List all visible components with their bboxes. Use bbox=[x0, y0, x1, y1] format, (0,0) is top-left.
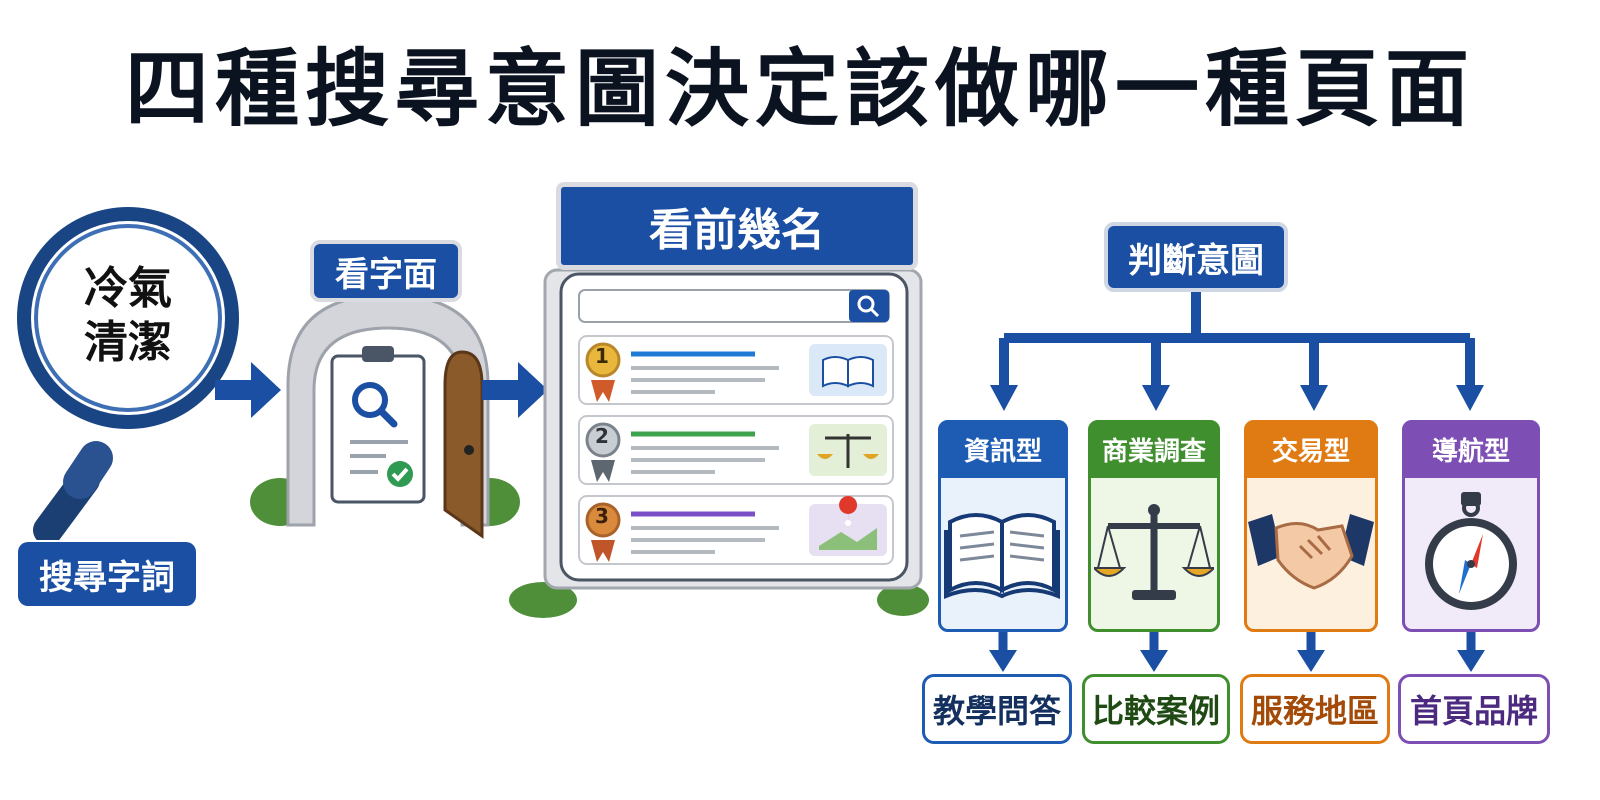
arrow-right-icon bbox=[482, 362, 548, 418]
result-arrows bbox=[989, 632, 1485, 672]
intent-label-commercial: 商業調查 bbox=[1088, 420, 1220, 478]
rank-3-number: 3 bbox=[595, 504, 609, 528]
intent-label-transactional: 交易型 bbox=[1244, 420, 1378, 478]
search-results-illustration bbox=[509, 268, 929, 618]
archway-illustration bbox=[250, 293, 520, 539]
search-term-text: 冷氣 清潔 bbox=[48, 262, 208, 370]
result-commercial: 比較案例 bbox=[1082, 674, 1230, 744]
search-term-label: 搜尋字詞 bbox=[18, 542, 196, 606]
search-term-line2: 清潔 bbox=[84, 317, 172, 368]
search-term-line1: 冷氣 bbox=[84, 263, 172, 314]
result-transactional: 服務地區 bbox=[1240, 674, 1390, 744]
magnifier-icon bbox=[17, 207, 239, 540]
intent-label-navigational: 導航型 bbox=[1402, 420, 1540, 478]
intent-branch-connectors bbox=[990, 292, 1484, 411]
page-title: 四種搜尋意圖決定該做哪一種頁面 bbox=[124, 40, 1475, 138]
rank-1-number: 1 bbox=[595, 344, 609, 368]
rank-2-number: 2 bbox=[595, 424, 609, 448]
step-look-label: 看字面 bbox=[310, 240, 462, 302]
handshake-icon bbox=[1248, 514, 1374, 590]
scale-icon bbox=[1094, 504, 1214, 600]
book-icon bbox=[944, 513, 1060, 599]
result-navigational: 首頁品牌 bbox=[1398, 674, 1550, 744]
compass-icon bbox=[1425, 492, 1517, 610]
arrow-right-icon bbox=[215, 362, 281, 418]
intent-label-informational: 資訊型 bbox=[938, 420, 1068, 478]
step-top-results-label: 看前幾名 bbox=[556, 182, 918, 270]
step-judge-label: 判斷意圖 bbox=[1104, 222, 1288, 292]
result-informational: 教學問答 bbox=[922, 674, 1072, 744]
